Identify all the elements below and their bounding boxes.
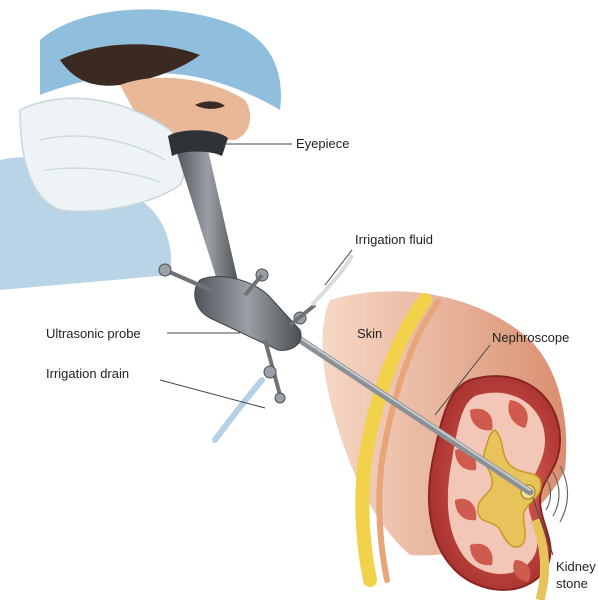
- label-kidney: Kidney: [556, 559, 596, 574]
- scope-body: [195, 276, 301, 350]
- surgeon: [0, 9, 281, 290]
- leader-irrigation-fluid: [325, 250, 352, 285]
- label-eyepiece: Eyepiece: [296, 136, 349, 151]
- label-ultrasonic-probe: Ultrasonic probe: [46, 326, 141, 341]
- label-skin: Skin: [357, 326, 382, 341]
- label-irrigation-fluid: Irrigation fluid: [355, 232, 433, 247]
- irrigation-drain-tube: [215, 380, 262, 440]
- label-stone: stone: [556, 576, 588, 591]
- label-irrigation-drain: Irrigation drain: [46, 366, 129, 381]
- label-nephroscope: Nephroscope: [492, 330, 569, 345]
- eyepiece-tube: [176, 150, 240, 296]
